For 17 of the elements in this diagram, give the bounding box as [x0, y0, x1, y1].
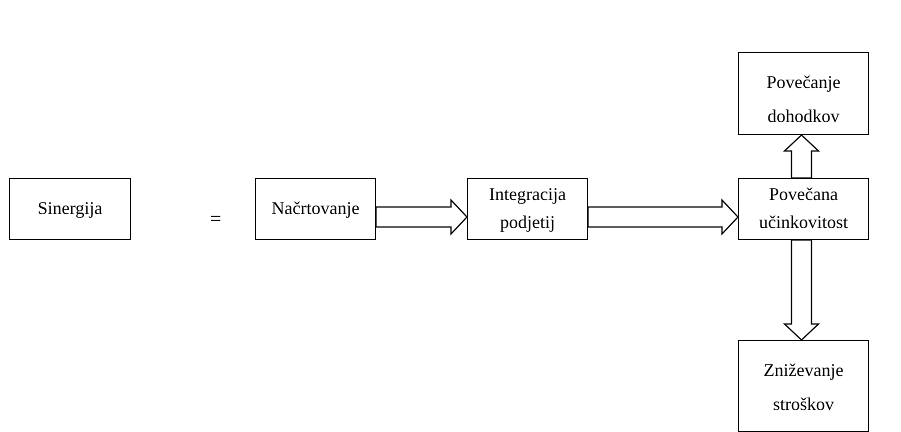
block-arrow	[587, 198, 739, 236]
box-text: Načrtovanje	[270, 197, 360, 220]
block-arrow	[782, 239, 820, 341]
box-text: Povečana učinkovitost	[758, 183, 849, 234]
process-box	[738, 340, 869, 432]
block-arrow	[782, 134, 820, 179]
box-text: Povečanje dohodkov	[766, 71, 842, 128]
process-box	[738, 52, 869, 135]
process-box	[9, 178, 131, 240]
block-arrow	[375, 198, 468, 236]
box-text: Integracija podjetij	[488, 183, 567, 234]
process-box	[738, 178, 869, 240]
box-text: Sinergija	[36, 197, 104, 220]
process-box	[255, 178, 376, 240]
equals-sign: =	[210, 208, 222, 231]
box-text: Zniževanje stroškov	[762, 359, 844, 416]
process-box	[467, 178, 588, 240]
